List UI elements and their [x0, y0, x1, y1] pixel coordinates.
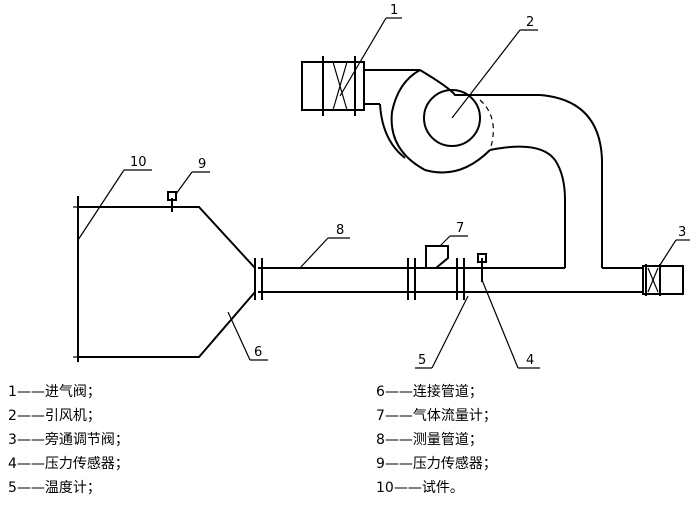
inlet-valve — [301, 56, 365, 116]
callout-9: 9 — [198, 157, 206, 172]
legend-item-1: 1——进气阀； — [8, 384, 101, 400]
legend-item-6: 6——连接管道； — [376, 384, 483, 400]
legend-right: 6——连接管道； 7——气体流量计； 8——测量管道； 9——压力传感器； 10… — [376, 380, 497, 500]
specimen — [73, 196, 83, 362]
legend-item-5: 5——温度计； — [8, 480, 101, 496]
legend-item-3: 3——旁通调节阀； — [8, 432, 129, 448]
callout-8: 8 — [336, 223, 344, 238]
legend-left: 1——进气阀； 2——引风机； 3——旁通调节阀； 4——压力传感器； 5——温… — [8, 380, 129, 500]
callout-6: 6 — [254, 345, 262, 360]
callout-1: 1 — [390, 3, 398, 18]
callout-10: 10 — [130, 155, 147, 170]
leader-lines — [77, 17, 690, 369]
bypass-valve — [642, 264, 684, 296]
callout-3: 3 — [678, 225, 686, 240]
pressure-sensor-4 — [477, 253, 487, 282]
gas-flowmeter — [425, 245, 449, 269]
legend-item-7: 7——气体流量计； — [376, 408, 497, 424]
legend-item-2: 2——引风机； — [8, 408, 101, 424]
callout-2: 2 — [526, 15, 534, 30]
induced-draft-fan — [364, 69, 603, 268]
legend-item-10: 10——试件。 — [376, 480, 464, 496]
connecting-pipe — [78, 206, 256, 358]
callout-4: 4 — [526, 353, 534, 368]
legend-item-4: 4——压力传感器； — [8, 456, 129, 472]
legend-item-8: 8——测量管道； — [376, 432, 483, 448]
measuring-pipe — [254, 258, 643, 300]
legend-item-9: 9——压力传感器； — [376, 456, 497, 472]
callout-5: 5 — [418, 353, 426, 368]
callout-7: 7 — [456, 221, 464, 236]
pressure-sensor-9 — [167, 191, 177, 212]
